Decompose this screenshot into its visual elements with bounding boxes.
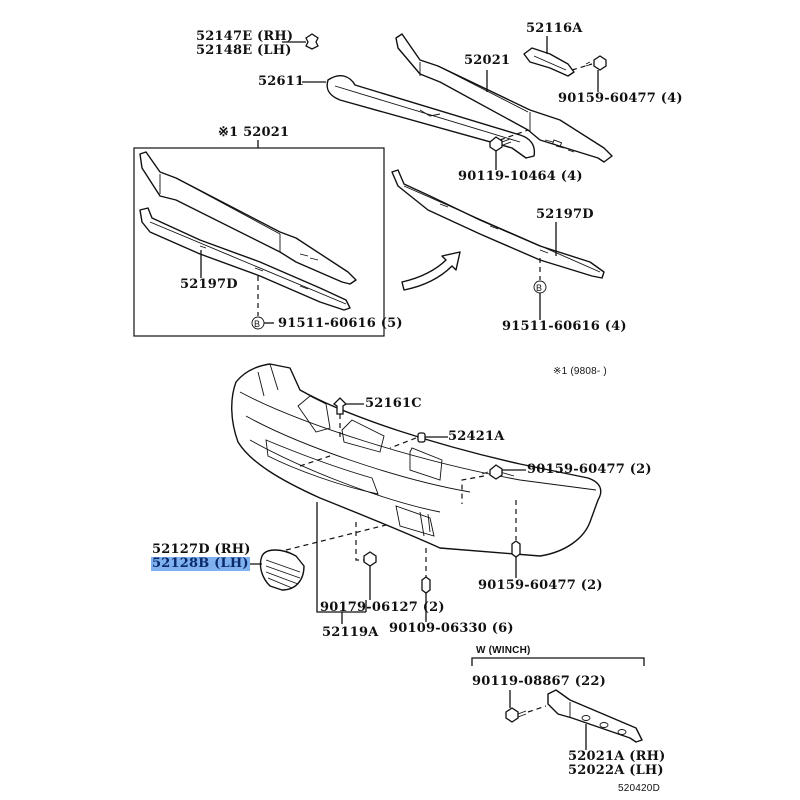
label-90159-60477-4[interactable]: 90159-60477 (4) [558,91,683,106]
label-52197d-right[interactable]: 52197D [536,207,594,222]
label-52119a[interactable]: 52119A [322,625,379,640]
dashed-leader [285,523,391,551]
bolt-part[interactable] [489,136,512,152]
dashed-leader [499,129,529,141]
boxed-retainer-part[interactable] [139,207,351,311]
assembly-box [133,147,385,337]
dashed-leader [527,705,547,713]
grille-part[interactable] [259,549,305,591]
winch-extension-part[interactable] [547,689,643,743]
bumper-cover-part[interactable] [231,363,602,557]
boxed-reinforcement-part[interactable] [139,151,357,285]
nut-part[interactable] [363,551,377,567]
label-52022a[interactable]: 52022A (LH) [568,763,664,778]
bolt-part[interactable] [505,707,527,723]
reinforcement-part-top[interactable] [395,33,613,163]
label-90119-10464[interactable]: 90119-10464 (4) [458,169,583,184]
absorber-part[interactable] [326,74,536,159]
label-52147e[interactable]: 52147E (RH) [196,29,294,44]
label-52021a[interactable]: 52021A (RH) [568,749,666,764]
seal-52421a[interactable] [417,432,426,443]
label-52128b-highlighted[interactable]: 52128B (LH) [151,556,250,571]
label-52148e[interactable]: 52148E (LH) [196,43,292,58]
clip-52161c[interactable] [332,397,348,415]
label-52421a[interactable]: 52421A [448,429,505,444]
label-boxed-52021[interactable]: ※1 52021 [218,125,290,140]
rivet-marker-b: B [536,283,543,293]
label-boxed-52197d[interactable]: 52197D [180,277,238,292]
bolt-part[interactable] [585,55,607,71]
diagram-code: 520420D [618,783,660,794]
clip-part[interactable] [305,33,319,50]
bolt-part[interactable] [421,576,431,594]
retainer-part-right[interactable] [391,169,605,279]
dashed-leader [355,522,364,561]
label-52161c[interactable]: 52161C [365,396,422,411]
direction-arrow-icon [401,251,461,291]
label-90179-06127[interactable]: 90179-06127 (2) [320,600,445,615]
dashed-leader [299,437,417,467]
applicability-note: ※1 (9808- ) [553,366,607,377]
bolt-part[interactable] [511,540,521,558]
label-90159-60477-side[interactable]: 90159-60477 (2) [527,462,652,477]
label-90159-60477-lower[interactable]: 90159-60477 (2) [478,578,603,593]
dashed-leader [461,475,485,504]
bracket-part[interactable] [523,47,575,77]
rivet-marker-b: B [254,319,261,329]
label-52611[interactable]: 52611 [258,74,305,89]
label-91511-60616-5[interactable]: 91511-60616 (5) [278,316,403,331]
label-91511-60616-4[interactable]: 91511-60616 (4) [502,319,627,334]
group-bracket-line [316,502,366,613]
label-52127d[interactable]: 52127D (RH) [152,542,251,557]
label-52116a[interactable]: 52116A [526,21,583,36]
label-90119-08867[interactable]: 90119-08867 (22) [472,674,606,689]
label-52021-top[interactable]: 52021 [464,53,511,68]
group-bracket-line [341,600,367,624]
winch-bracket-line [471,657,645,666]
winch-heading: W (WINCH) [476,645,531,656]
label-90109-06330[interactable]: 90109-06330 (6) [389,621,514,636]
bolt-part[interactable] [481,464,503,480]
dashed-leader [571,63,593,71]
